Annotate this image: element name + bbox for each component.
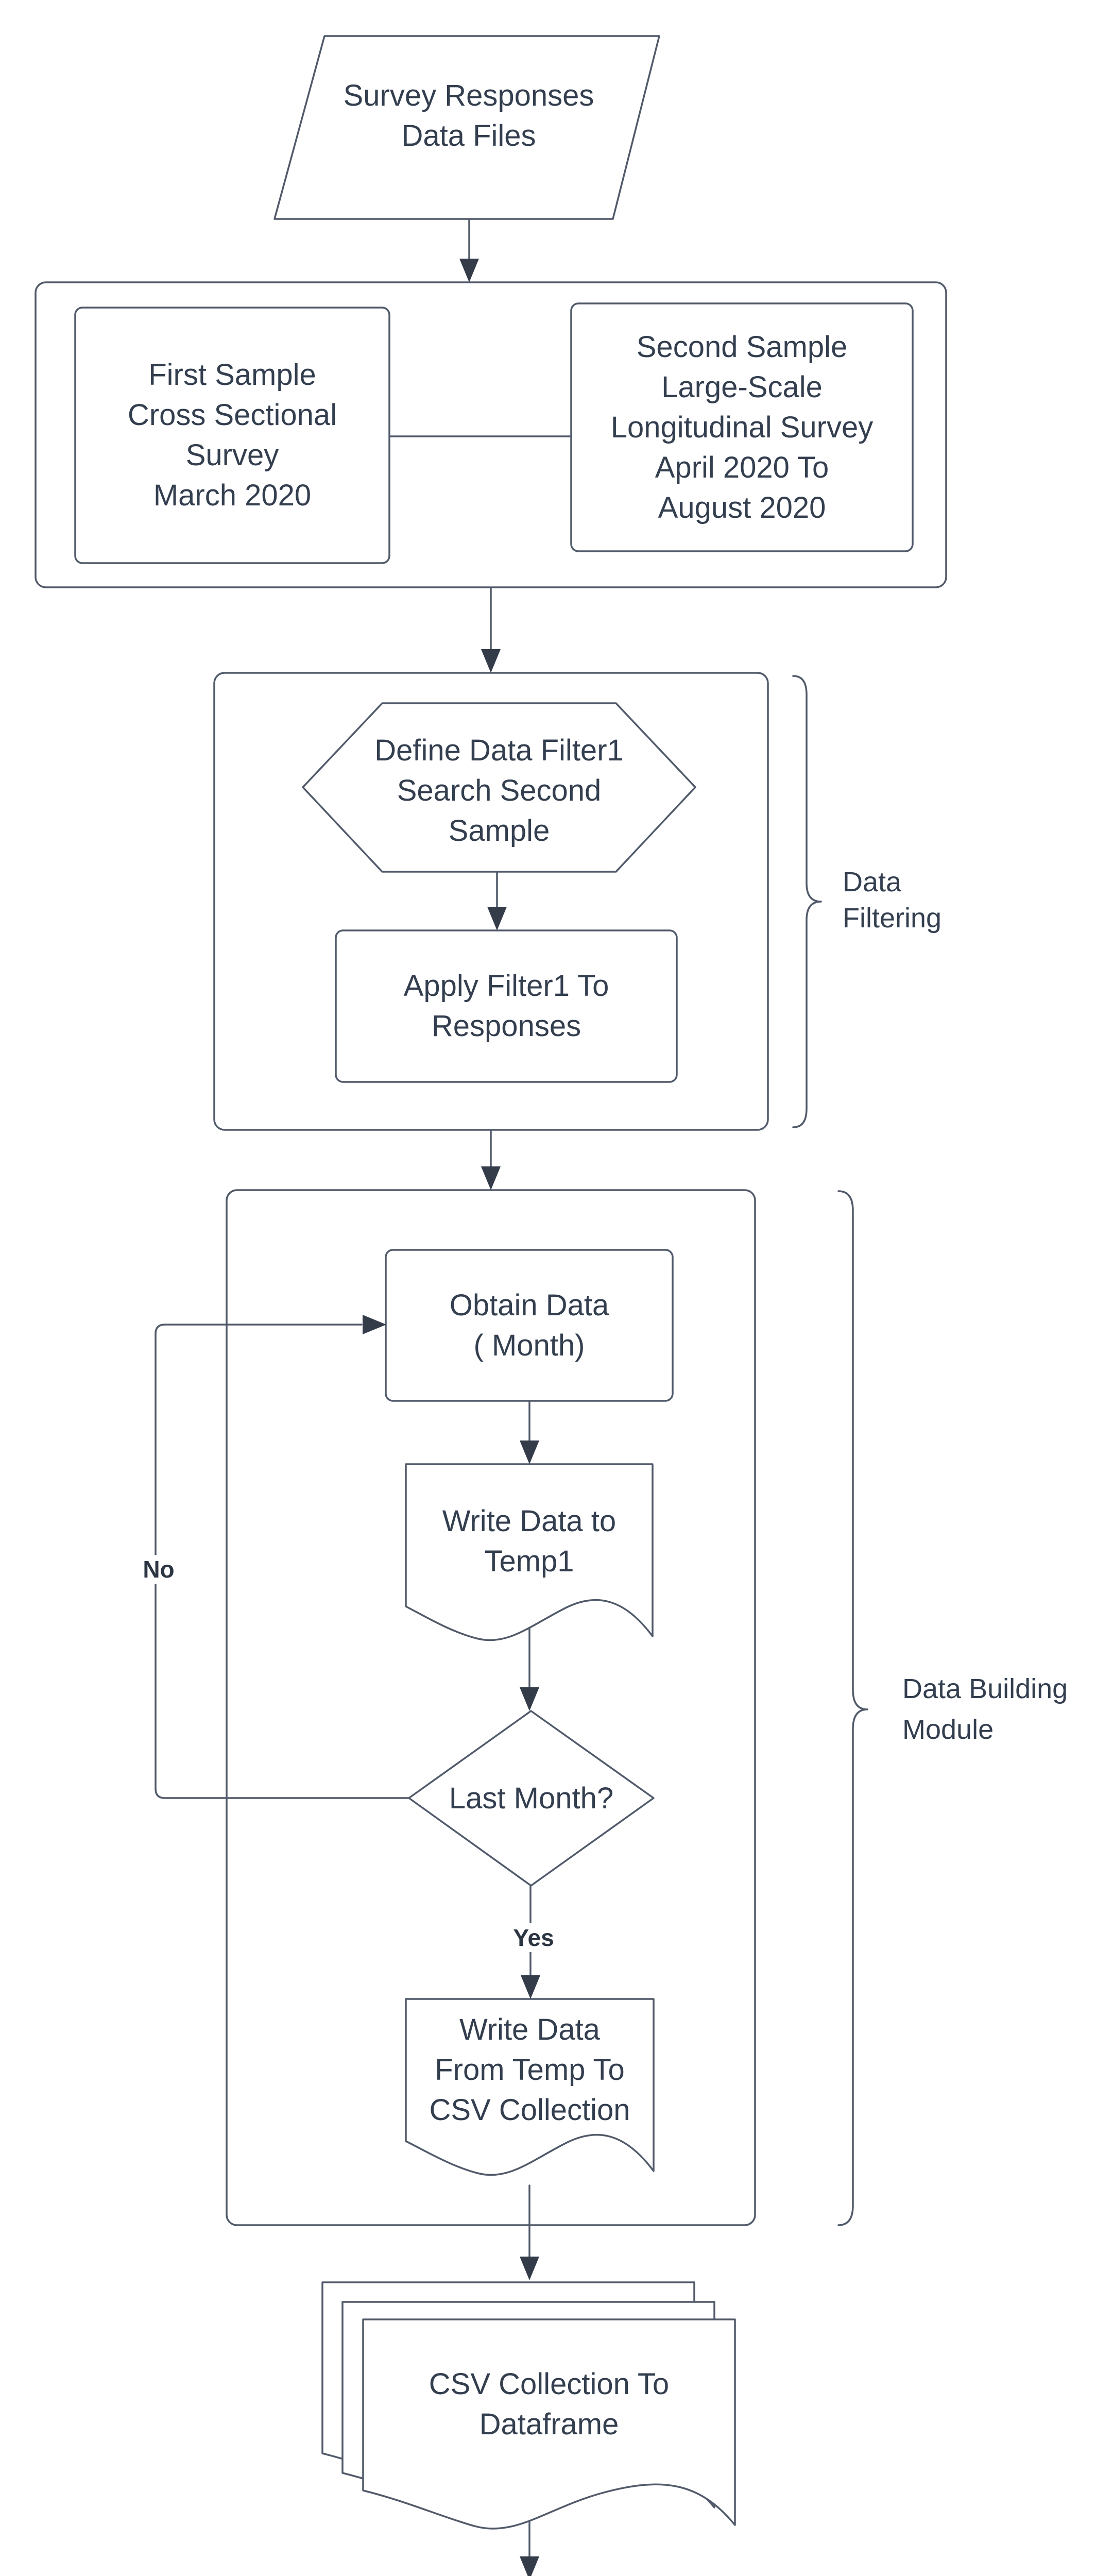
define-filter-hexagon [302, 702, 696, 873]
arrowhead-obtain-to-temp [520, 1440, 539, 1464]
apply-filter-box [335, 929, 678, 1083]
last-month-label: Last Month? [449, 1781, 614, 1815]
arrowhead-decision-yes [521, 1975, 540, 1999]
csv-collection-label: CSV Collection To Dataframe [429, 2367, 670, 2441]
second-sample-box [570, 302, 914, 552]
arrowhead-no-loop [363, 1315, 386, 1334]
write-csv-label: Write Data From Temp To CSV Collection [429, 2012, 630, 2127]
csv-collection-page-front [362, 2318, 736, 2530]
source-label: Survey Responses Data Files [343, 79, 594, 152]
apply-filter-label: Apply Filter1 To Responses [403, 969, 609, 1043]
arrowhead-filtering-to-building [481, 1166, 501, 1190]
arrowhead-csvdoc-to-collection [520, 2257, 539, 2280]
data-building-group-label: Data Building Module [902, 1673, 1068, 1745]
survey-responses-parallelogram [273, 35, 660, 220]
first-sample-label: First Sample Cross Sectional Survey Marc… [127, 358, 337, 512]
first-sample-box [74, 307, 390, 564]
obtain-data-box [385, 1249, 674, 1402]
no-edge-label: No [128, 1555, 190, 1584]
second-sample-label: Second Sample Large-Scale Longitudinal S… [610, 330, 874, 524]
arrowhead-source-to-samples [459, 259, 479, 282]
data-building-brace [837, 1190, 868, 2226]
data-filtering-brace [792, 675, 822, 1128]
write-temp-label: Write Data to Temp1 [442, 1504, 617, 1578]
define-filter-label: Define Data Filter1 Search Second Sample [374, 734, 624, 848]
yes-edge-label: Yes [503, 1923, 564, 1952]
obtain-data-label: Obtain Data ( Month) [449, 1288, 609, 1362]
write-csv-document [405, 1998, 655, 2176]
arrowhead-temp-to-decision [520, 1687, 539, 1711]
write-temp-document [405, 1463, 654, 1641]
arrowhead-collection-to-cylinder [520, 2556, 539, 2576]
arrowhead-samples-to-filtering [481, 649, 501, 673]
arrowhead-hexagon-to-apply [487, 907, 507, 930]
data-filtering-group-label: Data Filtering [843, 867, 942, 934]
last-month-diamond [408, 1710, 655, 1887]
